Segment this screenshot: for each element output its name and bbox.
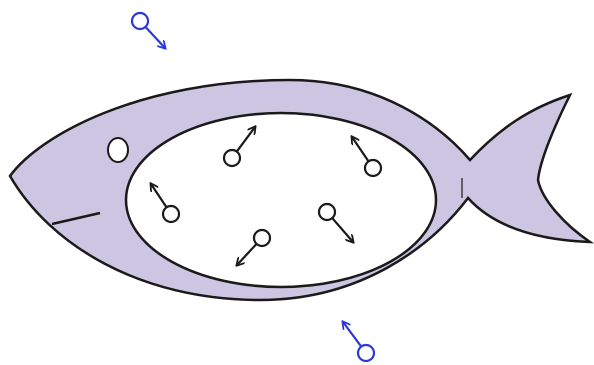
inner-compartment (126, 113, 436, 287)
circle-with-arrow-icon (319, 204, 335, 220)
circle-with-arrow-icon (358, 345, 374, 361)
circle-with-arrow-icon (224, 150, 240, 166)
outside-molecule (132, 13, 165, 48)
molecule-arrow (145, 27, 165, 48)
circle-with-arrow-icon (132, 13, 148, 29)
circle-with-arrow-icon (365, 160, 381, 176)
molecule-arrow (343, 322, 361, 347)
circle-with-arrow-icon (254, 230, 270, 246)
eye-icon (108, 138, 128, 162)
outside-molecule (343, 322, 374, 361)
circle-with-arrow-icon (163, 206, 179, 222)
